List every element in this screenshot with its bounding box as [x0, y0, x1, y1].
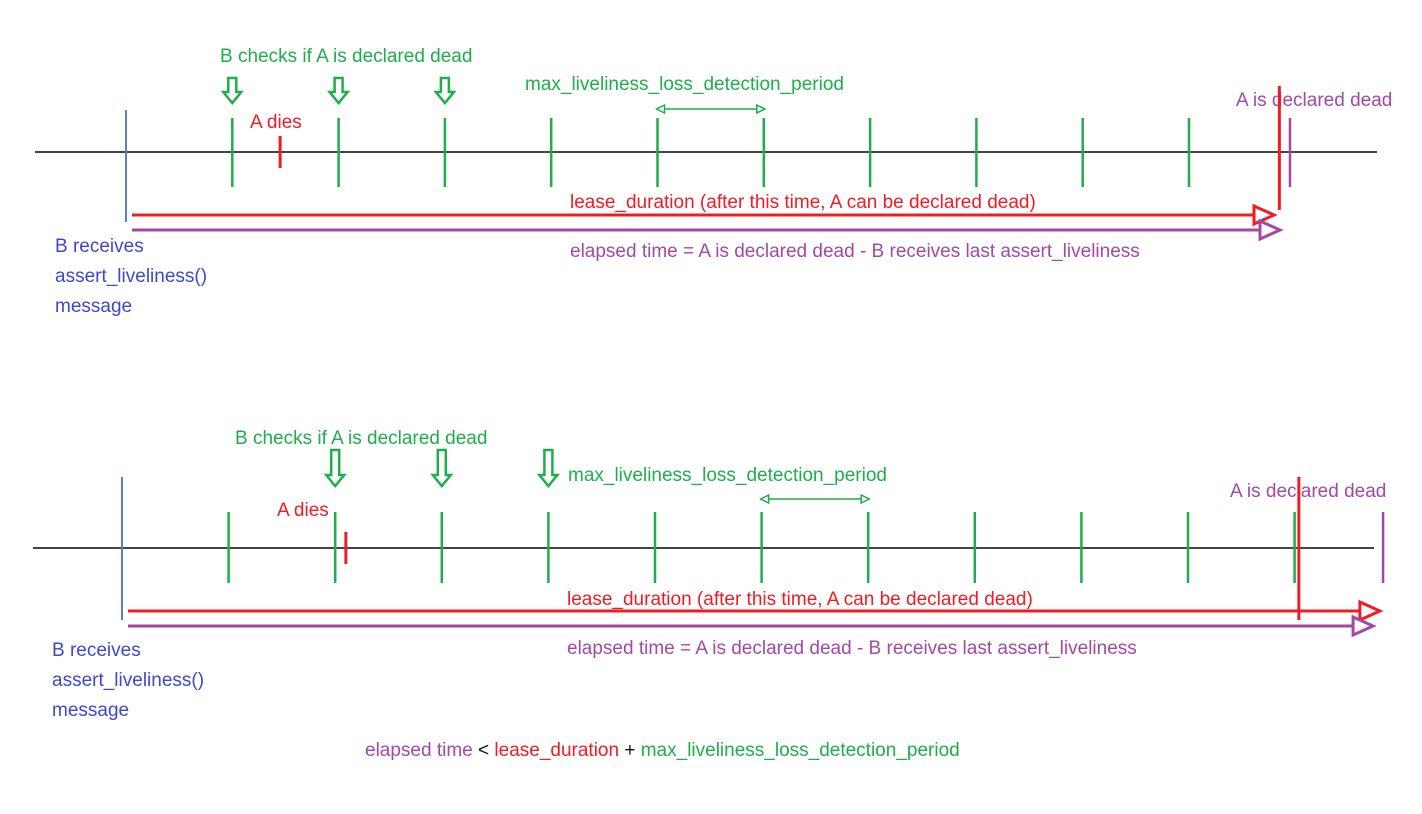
formula-plus: + [624, 740, 635, 761]
receive-label-line: assert_liveliness() [52, 670, 204, 691]
scenario-1-marks [35, 76, 1377, 242]
check-arrow-icon [536, 448, 561, 488]
elapsed-label: elapsed time = A is declared dead - B re… [570, 241, 1140, 262]
declared-label: A is declared dead [1236, 90, 1392, 111]
declared-label: A is declared dead [1230, 481, 1386, 502]
check-arrow-icon [326, 76, 351, 105]
check-label: B checks if A is declared dead [220, 46, 472, 67]
receive-label-line: B receives [55, 236, 144, 257]
check-label: B checks if A is declared dead [235, 428, 487, 449]
receive-label-line: message [52, 700, 129, 721]
formula: elapsed time < lease_duration + max_live… [365, 740, 960, 761]
elapsed-label: elapsed time = A is declared dead - B re… [567, 638, 1137, 659]
formula-period: max_liveliness_loss_detection_period [641, 740, 960, 761]
receive-label-line: assert_liveliness() [55, 266, 207, 287]
scenario-1: B checks if A is declared dead A dies ma… [35, 46, 1392, 317]
check-arrow-icon [323, 448, 347, 488]
elapsed-arrow-head-icon [1351, 614, 1377, 638]
check-arrow-icon [220, 76, 244, 105]
dies-label: A dies [250, 112, 302, 133]
check-arrow-icon [433, 76, 457, 105]
elapsed-arrow-head-icon [1258, 218, 1284, 242]
lease-label: lease_duration (after this time, A can b… [570, 192, 1036, 213]
formula-lt: < [478, 740, 489, 761]
scenario-2-marks [33, 448, 1385, 638]
check-arrow-icon [430, 448, 454, 488]
formula-elapsed: elapsed time [365, 740, 473, 761]
receive-label-line: B receives [52, 640, 141, 661]
period-label: max_liveliness_loss_detection_period [525, 74, 844, 95]
lease-label: lease_duration (after this time, A can b… [567, 589, 1033, 610]
dies-label: A dies [277, 500, 329, 521]
scenario-2: B checks if A is declared dead A dies ma… [33, 428, 1386, 721]
lease-arrow-head-icon [1358, 599, 1384, 623]
period-label: max_liveliness_loss_detection_period [568, 465, 887, 486]
receive-label-line: message [55, 296, 132, 317]
formula-lease: lease_duration [494, 740, 619, 761]
